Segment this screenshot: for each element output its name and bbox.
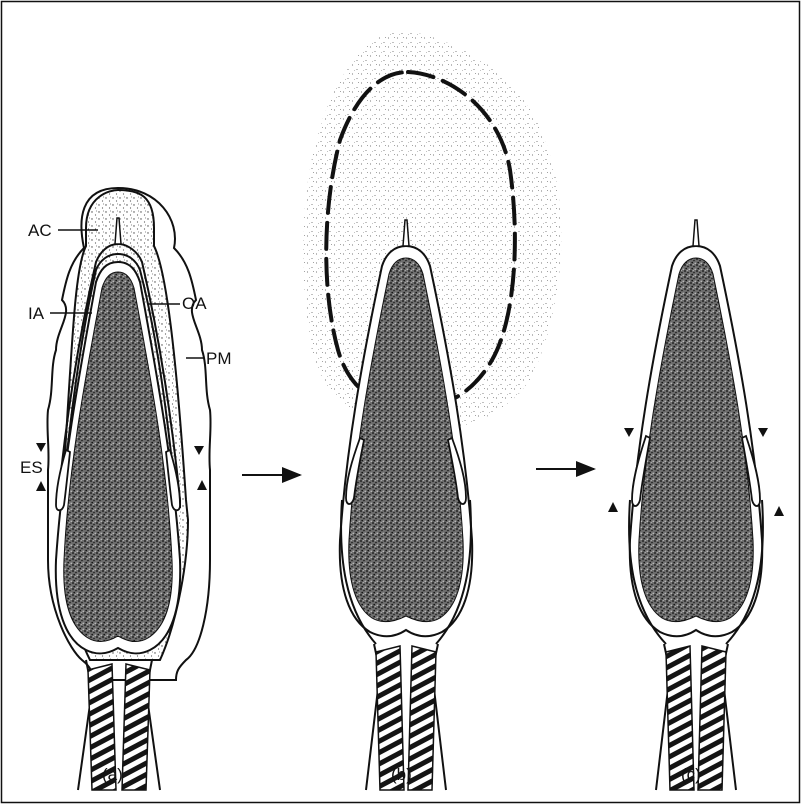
label-es: ES [20,458,43,477]
tail-right-c [698,646,726,790]
caption-a: (a) [102,765,123,784]
tail-right-a [122,664,150,790]
es-arrowhead-lower-left-a [36,481,46,491]
es-arrowhead-upper-left-c [624,428,634,437]
label-pm: PM [206,349,232,368]
label-oa: OA [182,294,207,313]
caption-c: (c) [681,765,701,784]
tail-right-b [408,646,436,790]
es-arrowhead-upper-right-c [758,428,768,437]
label-ia: IA [28,304,45,323]
es-arrowhead-upper-left-a [36,443,46,452]
caption-b: (b) [391,765,412,784]
panel-a: AC OA IA PM ES (a) [20,188,232,790]
nucleus-c [639,258,754,622]
panel-c: (c) [608,220,784,790]
es-arrowhead-lower-left-c [608,502,618,512]
es-arrowhead-lower-right-c [774,506,784,516]
perforatorium-c [693,220,699,246]
label-ac: AC [28,221,52,240]
panel-b: (b) [303,30,561,790]
